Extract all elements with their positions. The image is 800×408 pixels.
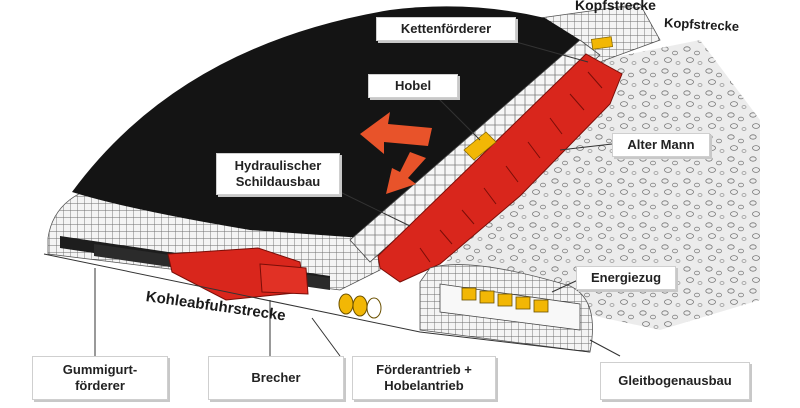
- crusher-box: [259, 263, 309, 295]
- goaf-area: [440, 40, 760, 330]
- label-energiezug: Energiezug: [576, 266, 676, 290]
- label-gleitbogenausbau: Gleitbogenausbau: [600, 362, 750, 400]
- label-hobel: Hobel: [368, 74, 458, 98]
- shear-arrow: [386, 152, 426, 194]
- label-alter-mann: Alter Mann: [612, 133, 710, 157]
- leader-lines: [94, 41, 621, 357]
- label-schildausbau: Hydraulischer Schildausbau: [216, 153, 340, 195]
- label-antrieb: Förderantrieb + Hobelantrieb: [352, 356, 496, 400]
- head-drive-yellow: [590, 36, 614, 50]
- advance-arrow: [360, 112, 432, 154]
- coal-seam: [72, 6, 580, 240]
- shield-support-row: [377, 53, 623, 283]
- energy-train: [461, 287, 549, 313]
- label-kettenfoerderer: Kettenförderer: [376, 17, 516, 41]
- shield-segments: [419, 71, 603, 263]
- label-kopfstrecke-1: Kopfstrecke: [575, 0, 656, 13]
- drive-rollers: [338, 293, 382, 319]
- label-brecher: Brecher: [208, 356, 344, 400]
- floor-line: [43, 253, 591, 353]
- label-gummigurtfoerderer: Gummigurt- förderer: [32, 356, 168, 400]
